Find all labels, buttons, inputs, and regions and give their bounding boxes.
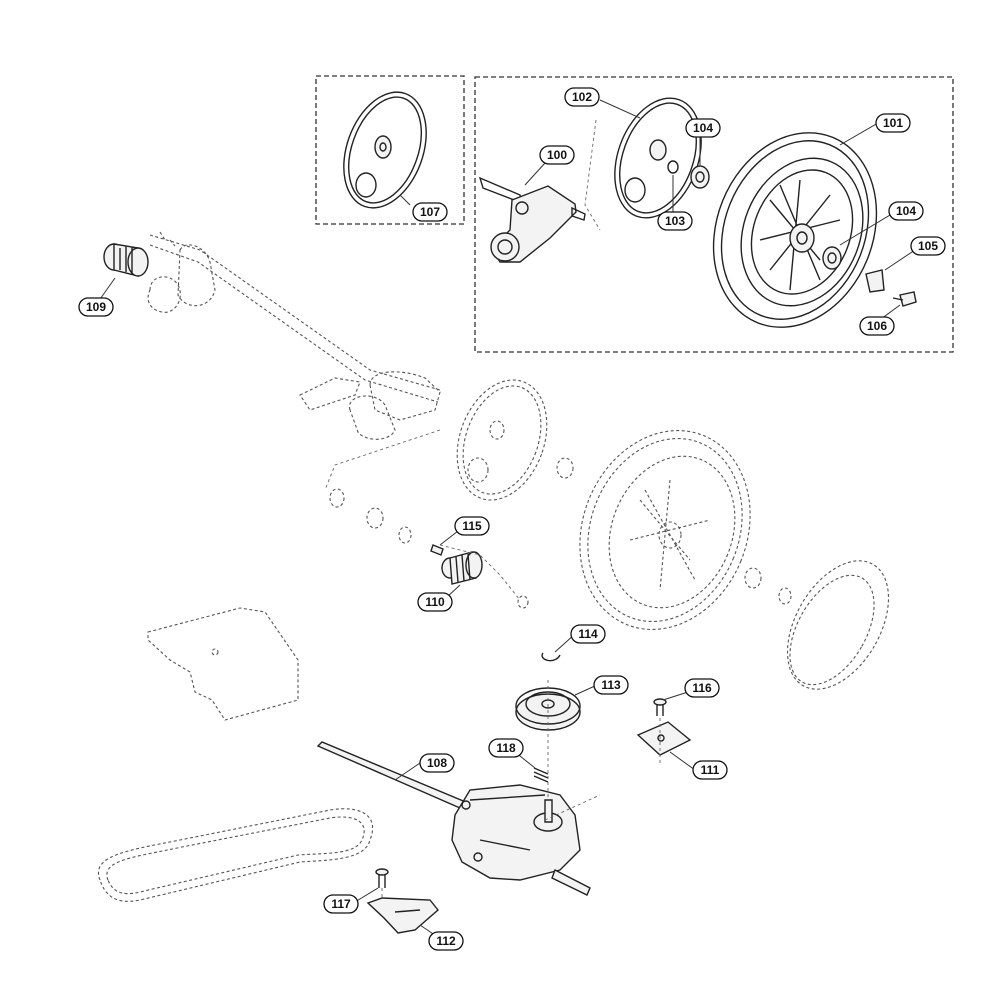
callout-103: 103 — [657, 211, 693, 231]
hubcap-detail-frame — [315, 75, 465, 225]
callout-108: 108 — [419, 753, 455, 773]
callout-107: 107 — [412, 202, 448, 222]
callout-101: 101 — [875, 113, 911, 133]
callout-110: 110 — [417, 592, 453, 612]
shaft-key-part — [430, 544, 444, 556]
callout-107-label: 107 — [420, 205, 440, 219]
leader-lines — [97, 99, 916, 941]
callout-102-label: 102 — [572, 90, 592, 104]
callout-105-label: 105 — [918, 239, 938, 253]
callout-111: 111 — [692, 760, 728, 780]
washer-outline-set — [329, 457, 792, 609]
callout-103-label: 103 — [665, 214, 685, 228]
locking-clip-part — [865, 269, 885, 293]
bracket-part — [366, 897, 439, 934]
callout-102: 102 — [564, 87, 600, 107]
callout-115-label: 115 — [462, 519, 482, 533]
circlip-part — [541, 652, 561, 662]
callout-111-label: 111 — [701, 763, 720, 777]
callout-116-label: 116 — [692, 681, 712, 695]
callout-105: 105 — [910, 236, 946, 256]
screw-part-right — [653, 698, 667, 716]
callout-113-label: 113 — [601, 678, 621, 692]
wheel-bearing-part-upper — [690, 165, 710, 189]
callout-104-lower-label: 104 — [896, 204, 916, 218]
callout-117: 117 — [323, 894, 359, 914]
drive-pinion-part-lower — [441, 551, 483, 585]
cover-plate-outline — [147, 607, 299, 721]
axle-assembly-outline — [147, 231, 441, 440]
wheel-bolt-part — [892, 291, 917, 307]
callout-114-label: 114 — [578, 627, 598, 641]
callout-101-label: 101 — [883, 116, 903, 130]
hub-cap-outline-right — [786, 560, 890, 690]
callout-106-label: 106 — [867, 319, 887, 333]
screw-part-lower — [375, 868, 389, 888]
hub-cap-part — [343, 91, 427, 209]
callout-110-label: 110 — [425, 595, 445, 609]
drive-belt-part — [97, 808, 373, 902]
callout-118-label: 118 — [496, 741, 516, 755]
callout-109-label: 109 — [86, 300, 106, 314]
wheel-bearing-part-lower — [822, 246, 842, 270]
callout-118: 118 — [488, 738, 524, 758]
callout-116: 116 — [684, 678, 720, 698]
callout-115: 115 — [454, 516, 490, 536]
callout-109: 109 — [78, 297, 114, 317]
mounting-plate-part — [636, 721, 692, 756]
gearbox-assembly-part — [316, 741, 591, 896]
callout-104-upper-label: 104 — [693, 121, 713, 135]
callout-100: 100 — [539, 145, 575, 165]
spring-part — [533, 767, 549, 783]
callout-114: 114 — [570, 624, 606, 644]
callout-104-upper: 104 — [685, 118, 721, 138]
drive-pinion-part-left — [103, 243, 149, 277]
callout-117-label: 117 — [331, 897, 351, 911]
hub-cap-outline-lower — [456, 379, 548, 501]
wheel-assembly-detail-frame — [474, 76, 954, 353]
callout-104-lower: 104 — [888, 201, 924, 221]
rear-wheel-outline-lower — [579, 430, 751, 630]
callout-112-label: 112 — [436, 934, 456, 948]
rear-wheel-part — [712, 132, 878, 328]
axle-bracket-part — [478, 176, 586, 263]
callout-106: 106 — [859, 316, 895, 336]
small-washer-part — [667, 160, 679, 174]
callout-113: 113 — [593, 675, 629, 695]
callout-108-label: 108 — [427, 756, 447, 770]
callout-100-label: 100 — [547, 148, 567, 162]
callout-112: 112 — [428, 931, 464, 951]
